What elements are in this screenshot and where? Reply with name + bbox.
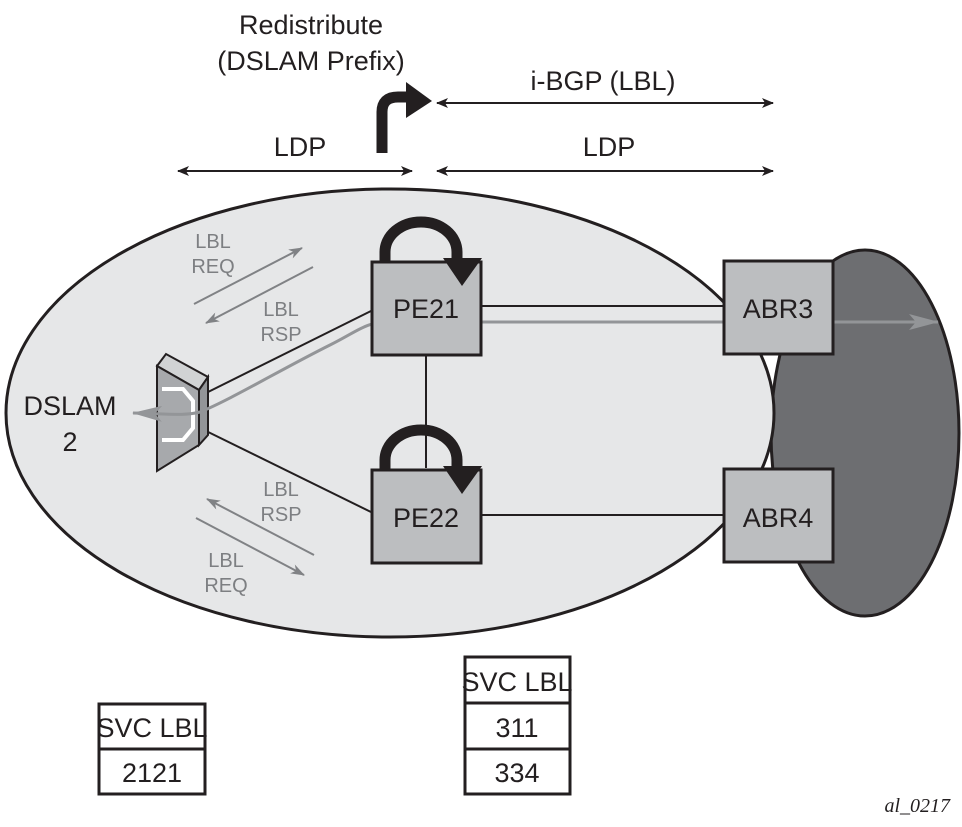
svc-label-table-left: SVC LBL 2121 [96, 702, 208, 796]
bottom-rsp-label-line2: RSP [260, 504, 301, 526]
dslam-label-line2: 2 [62, 427, 77, 457]
ldp-left-label: LDP [274, 132, 327, 162]
node-abr4[interactable]: ABR4 [722, 467, 835, 564]
link-dslam-pe21 [199, 309, 374, 397]
lbl-req-arrow-top [193, 247, 303, 305]
table-right-row: 311 [495, 713, 538, 743]
table-right-row: 334 [494, 758, 539, 788]
bottom-rsp-label-line1: LBL [263, 479, 299, 501]
dslam-device[interactable] [155, 352, 210, 473]
table-left-row: 2121 [122, 758, 182, 788]
figure-id: al_0217 [884, 795, 951, 817]
loop-arrow-pe22-icon [379, 424, 482, 494]
abr4-label: ABR4 [743, 503, 814, 533]
dslam-label-line1: DSLAM [23, 391, 116, 421]
link-dslam-pe22 [199, 427, 374, 514]
ldp-right-label: LDP [583, 132, 636, 162]
lbl-req-arrow-bottom [195, 517, 305, 576]
data-path-arrow-left [132, 320, 391, 422]
node-abr3[interactable]: ABR3 [722, 259, 835, 356]
table-left-header: SVC LBL [96, 713, 207, 743]
top-req-label-line1: LBL [195, 231, 231, 253]
pe22-label: PE22 [393, 503, 459, 533]
lbl-rsp-arrow-bottom [206, 498, 315, 556]
bottom-req-label-line2: REQ [204, 575, 247, 597]
top-req-label-line2: REQ [191, 256, 234, 278]
redistribute-label-line2: (DSLAM Prefix) [217, 46, 405, 76]
top-rsp-label-line1: LBL [263, 299, 299, 321]
loop-arrow-pe21-icon [379, 216, 482, 286]
abr3-label: ABR3 [743, 294, 814, 324]
svc-label-table-right: SVC LBL 311 334 [461, 655, 573, 796]
table-right-header: SVC LBL [461, 667, 572, 697]
lbl-rsp-arrow-top [205, 266, 314, 324]
pe21-label: PE21 [393, 294, 459, 324]
redistribute-label-line1: Redistribute [239, 10, 383, 40]
redistribute-arrow-icon [376, 82, 432, 153]
bottom-req-label-line1: LBL [208, 550, 244, 572]
ibgp-label: i-BGP (LBL) [530, 66, 675, 96]
top-rsp-label-line2: RSP [260, 324, 301, 346]
